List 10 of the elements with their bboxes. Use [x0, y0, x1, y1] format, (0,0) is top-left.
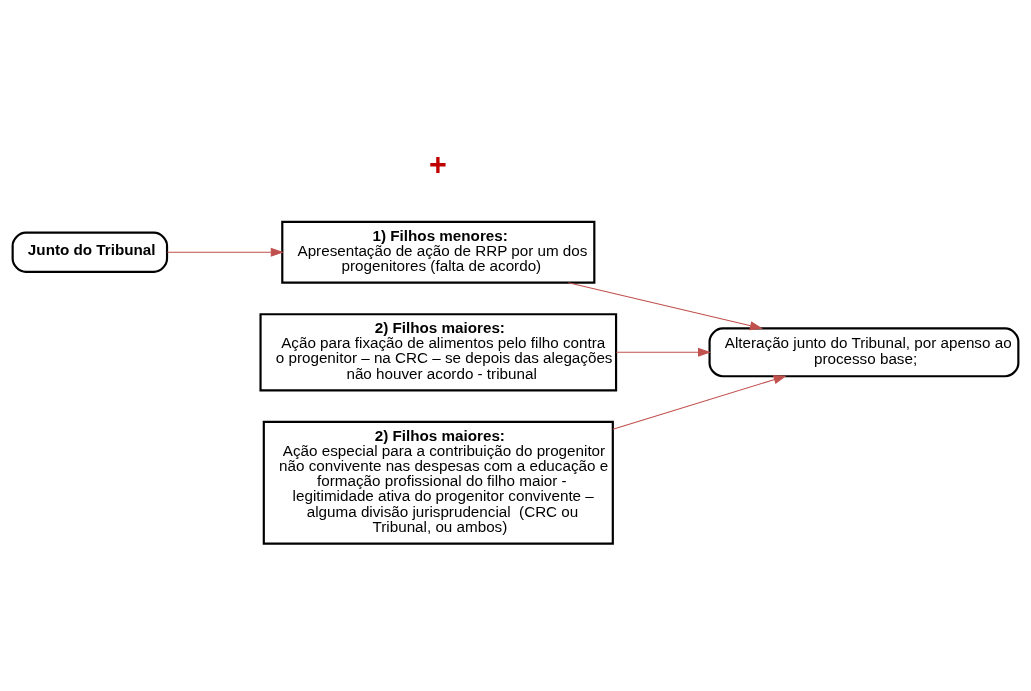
- arrow: [166, 247, 284, 257]
- node-box: 1) Filhos menores: Apresentação de ação de RRP por um dos progenitores (falta de acordo): [281, 220, 596, 284]
- node-box: Junto do Tribunal: [11, 231, 169, 273]
- node-box: 2) Filhos maiores: Ação para fixação de alimentos pelo filho contra o progenitor – na CRC – se depois das alegações não houver acordo - tribunal: [259, 313, 618, 392]
- arrow: [615, 347, 712, 357]
- arrow: [612, 375, 787, 430]
- arrow: [567, 282, 763, 331]
- label: +: [429, 146, 447, 181]
- node-box: Alteração junto do Tribunal, por apenso ao processo base;: [708, 327, 1020, 378]
- node-box: 2) Filhos maiores: Ação especial para a contribuição do progenitor não convivente nas despesas com a educação e formação profissional do filho maior - legitimidade ativa do progenitor convivente – alguma divisão jurisprudencial (CRC ou Tribunal, ou ambos): [262, 420, 614, 545]
